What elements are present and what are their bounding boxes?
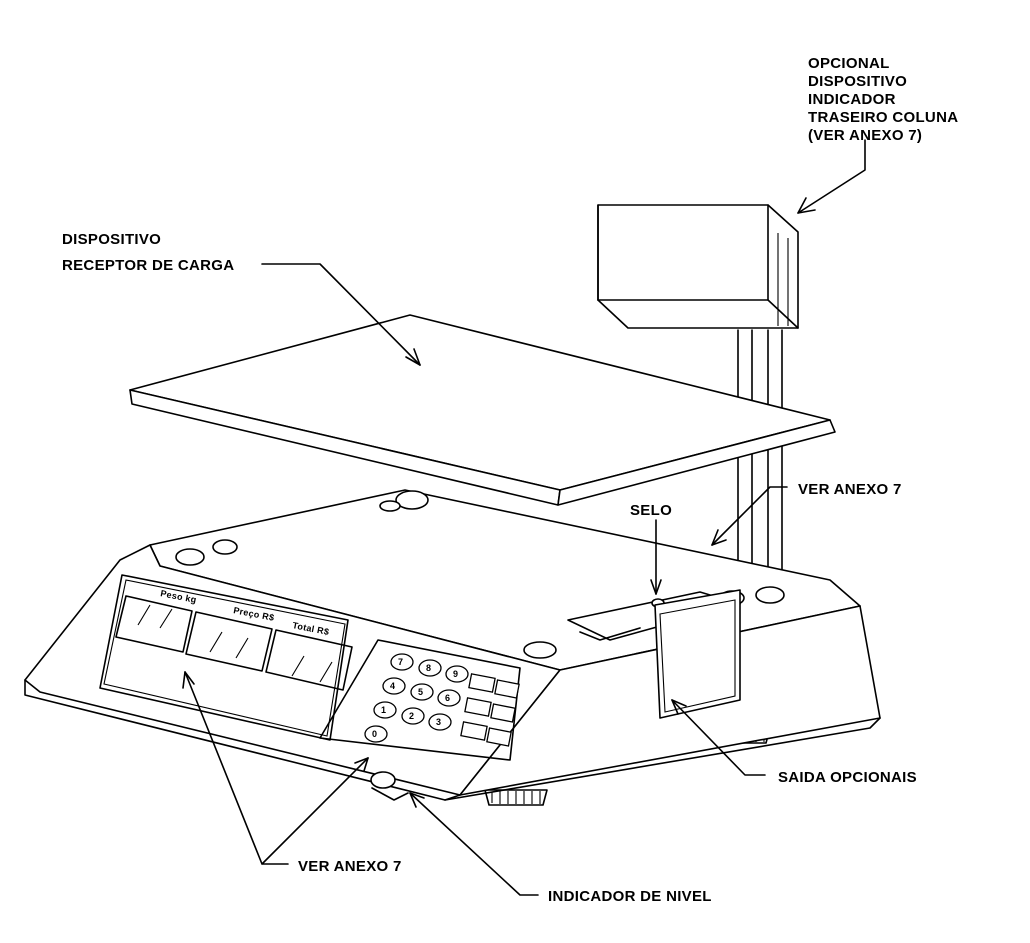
callout-see-annex-bottom: VER ANEXO 7 — [298, 858, 402, 875]
svg-text:INDICADOR: INDICADOR — [808, 91, 896, 108]
callout-optional-display: OPCIONAL DISPOSITIVO INDICADOR TRASEIRO … — [808, 55, 958, 144]
svg-text:6: 6 — [445, 693, 450, 703]
svg-text:TRASEIRO COLUNA: TRASEIRO COLUNA — [808, 109, 958, 126]
svg-text:1: 1 — [381, 705, 386, 715]
key-1 — [373, 701, 397, 719]
callout-optional-output: SAIDA OPCIONAIS — [778, 769, 917, 786]
svg-text:DISPOSITIVO: DISPOSITIVO — [62, 231, 161, 248]
key-8 — [418, 659, 442, 677]
scale-base: Peso kg Preço R$ Total R$ 7 8 9 4 5 6 1 … — [24, 489, 881, 806]
svg-text:3: 3 — [436, 717, 441, 727]
keypad: 7 8 9 4 5 6 1 2 3 0 — [319, 639, 521, 761]
svg-text:DISPOSITIVO: DISPOSITIVO — [808, 73, 907, 90]
callout-leaders — [182, 139, 866, 896]
key-2 — [401, 707, 425, 725]
callout-seal: SELO — [630, 502, 672, 519]
svg-text:2: 2 — [409, 711, 414, 721]
svg-text:OPCIONAL: OPCIONAL — [808, 55, 890, 72]
display-weight — [115, 595, 193, 653]
optional-output-box — [654, 589, 741, 719]
display-price — [185, 611, 273, 672]
svg-text:(VER ANEXO 7): (VER ANEXO 7) — [808, 127, 922, 144]
key-6 — [437, 689, 461, 707]
svg-text:RECEPTOR DE CARGA: RECEPTOR DE CARGA — [62, 257, 234, 274]
callout-load-receptor: DISPOSITIVO RECEPTOR DE CARGA — [62, 231, 234, 274]
key-9 — [445, 665, 469, 683]
rear-column-display — [597, 204, 799, 589]
key-0 — [364, 725, 388, 743]
svg-text:5: 5 — [418, 687, 423, 697]
key-3 — [428, 713, 452, 731]
svg-text:8: 8 — [426, 663, 431, 673]
key-5 — [410, 683, 434, 701]
display-total — [265, 629, 353, 691]
callout-level-indicator: INDICADOR DE NIVEL — [548, 888, 712, 905]
callout-see-annex-right: VER ANEXO 7 — [798, 481, 902, 498]
svg-text:9: 9 — [453, 669, 458, 679]
key-7 — [390, 653, 414, 671]
svg-text:7: 7 — [398, 657, 403, 667]
front-panel-frame — [99, 574, 349, 741]
load-receptor-plate — [129, 314, 836, 506]
svg-text:4: 4 — [390, 681, 395, 691]
level-indicator — [370, 771, 396, 789]
svg-text:0: 0 — [372, 729, 377, 739]
key-4 — [382, 677, 406, 695]
